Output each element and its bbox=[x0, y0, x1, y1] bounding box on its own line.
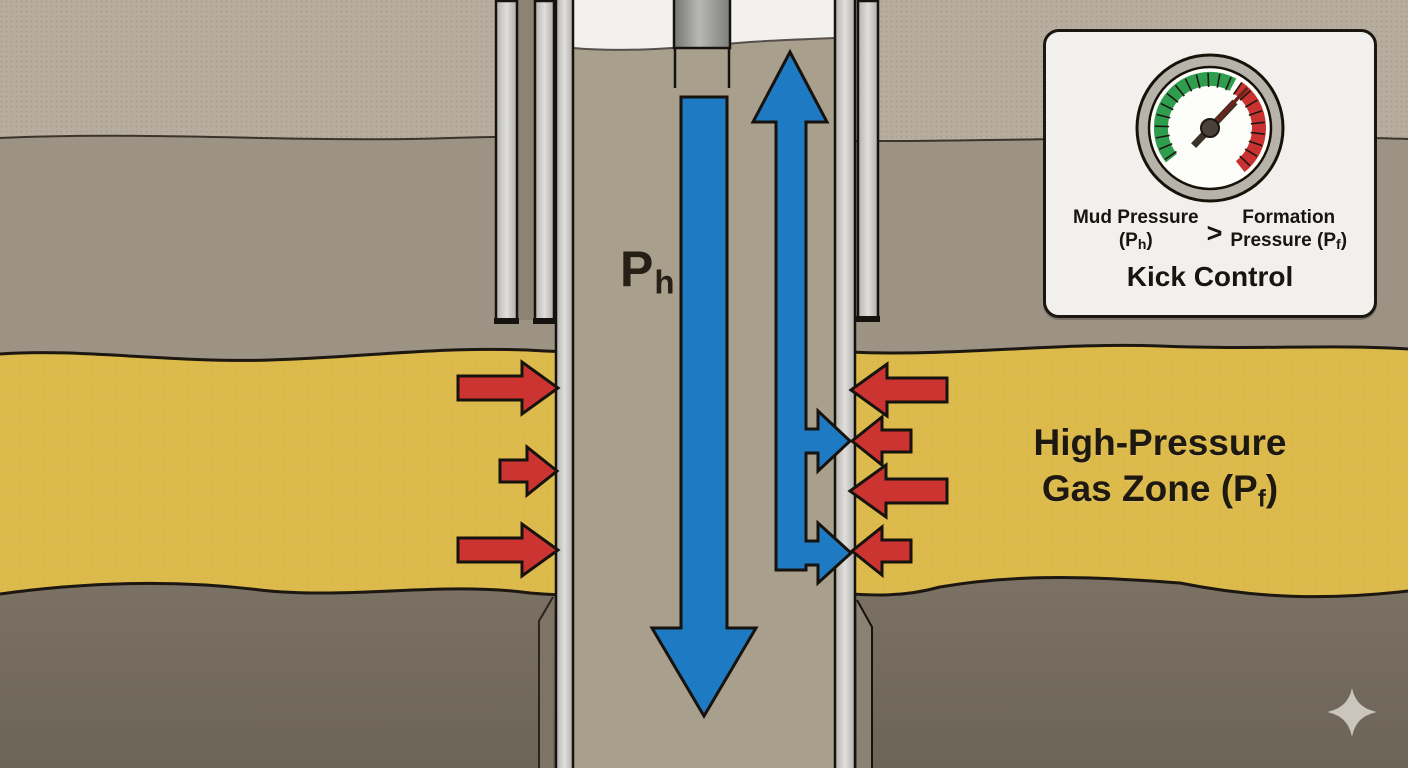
formation-pressure-arrow-right-1 bbox=[848, 361, 949, 419]
gas-zone-line2: Gas Zone (Pf) bbox=[1041, 468, 1279, 513]
casing-shoe-left-2 bbox=[533, 318, 556, 324]
borehole-wall-right-edge bbox=[856, 599, 873, 768]
borehole-wall-right bbox=[857, 600, 872, 768]
mud-pressure-ph-label: Ph bbox=[620, 240, 676, 301]
casing-shoe-left-1 bbox=[494, 318, 519, 324]
drill-pipe bbox=[672, 0, 732, 50]
sparkle-icon bbox=[1327, 688, 1377, 737]
ph-subscript: h bbox=[654, 263, 676, 301]
formation-pressure-arrow-left-3 bbox=[456, 521, 561, 579]
annulus-pressure-up-arrow bbox=[750, 48, 854, 587]
formation-pressure-arrow-left-2 bbox=[498, 443, 560, 499]
inner-casing-right bbox=[833, 0, 857, 768]
outer-casing-left-1 bbox=[494, 0, 519, 323]
mud-pressure-text: Mud Pressure (Ph) bbox=[1072, 207, 1199, 252]
casing-shoe-right bbox=[856, 316, 880, 322]
ph-main: P bbox=[620, 241, 655, 297]
gas-zone-line1: High-Pressure bbox=[1033, 422, 1287, 463]
casing-annulus bbox=[517, 0, 535, 320]
outer-casing-left-2 bbox=[533, 0, 556, 323]
pressure-comparison: Mud Pressure (Ph) > Formation Pressure (… bbox=[1073, 206, 1347, 256]
gas-zone-label: High-Pressure Gas Zone (Pf) bbox=[970, 420, 1350, 522]
kick-control-panel: Mud Pressure (Ph) > Formation Pressure (… bbox=[1043, 29, 1377, 318]
greater-than-symbol: > bbox=[1206, 217, 1223, 248]
mud-line bbox=[572, 37, 836, 51]
mud-pressure-down-arrow bbox=[649, 95, 759, 719]
drill-pipe-submerged-outline bbox=[673, 48, 731, 88]
formation-pressure-arrow-right-3 bbox=[847, 462, 949, 520]
formation-pressure-text: Formation Pressure (Pf) bbox=[1230, 207, 1348, 252]
formation-pressure-arrow-right-4 bbox=[849, 523, 913, 579]
formation-pressure-arrow-right-2 bbox=[849, 413, 913, 469]
gauge-hub bbox=[1200, 118, 1220, 138]
gauge-green-arc bbox=[1153, 71, 1237, 163]
gauge-ticks bbox=[1154, 72, 1265, 167]
panel-title: Kick Control bbox=[1126, 261, 1294, 292]
borehole-wall-left bbox=[539, 597, 553, 768]
outer-casing-right bbox=[856, 0, 880, 321]
formation-pressure-arrow-left-1 bbox=[456, 359, 561, 417]
pressure-gauge-icon bbox=[1135, 53, 1285, 203]
borehole-wall-left-edge bbox=[538, 596, 554, 768]
inner-casing-left bbox=[554, 0, 575, 768]
